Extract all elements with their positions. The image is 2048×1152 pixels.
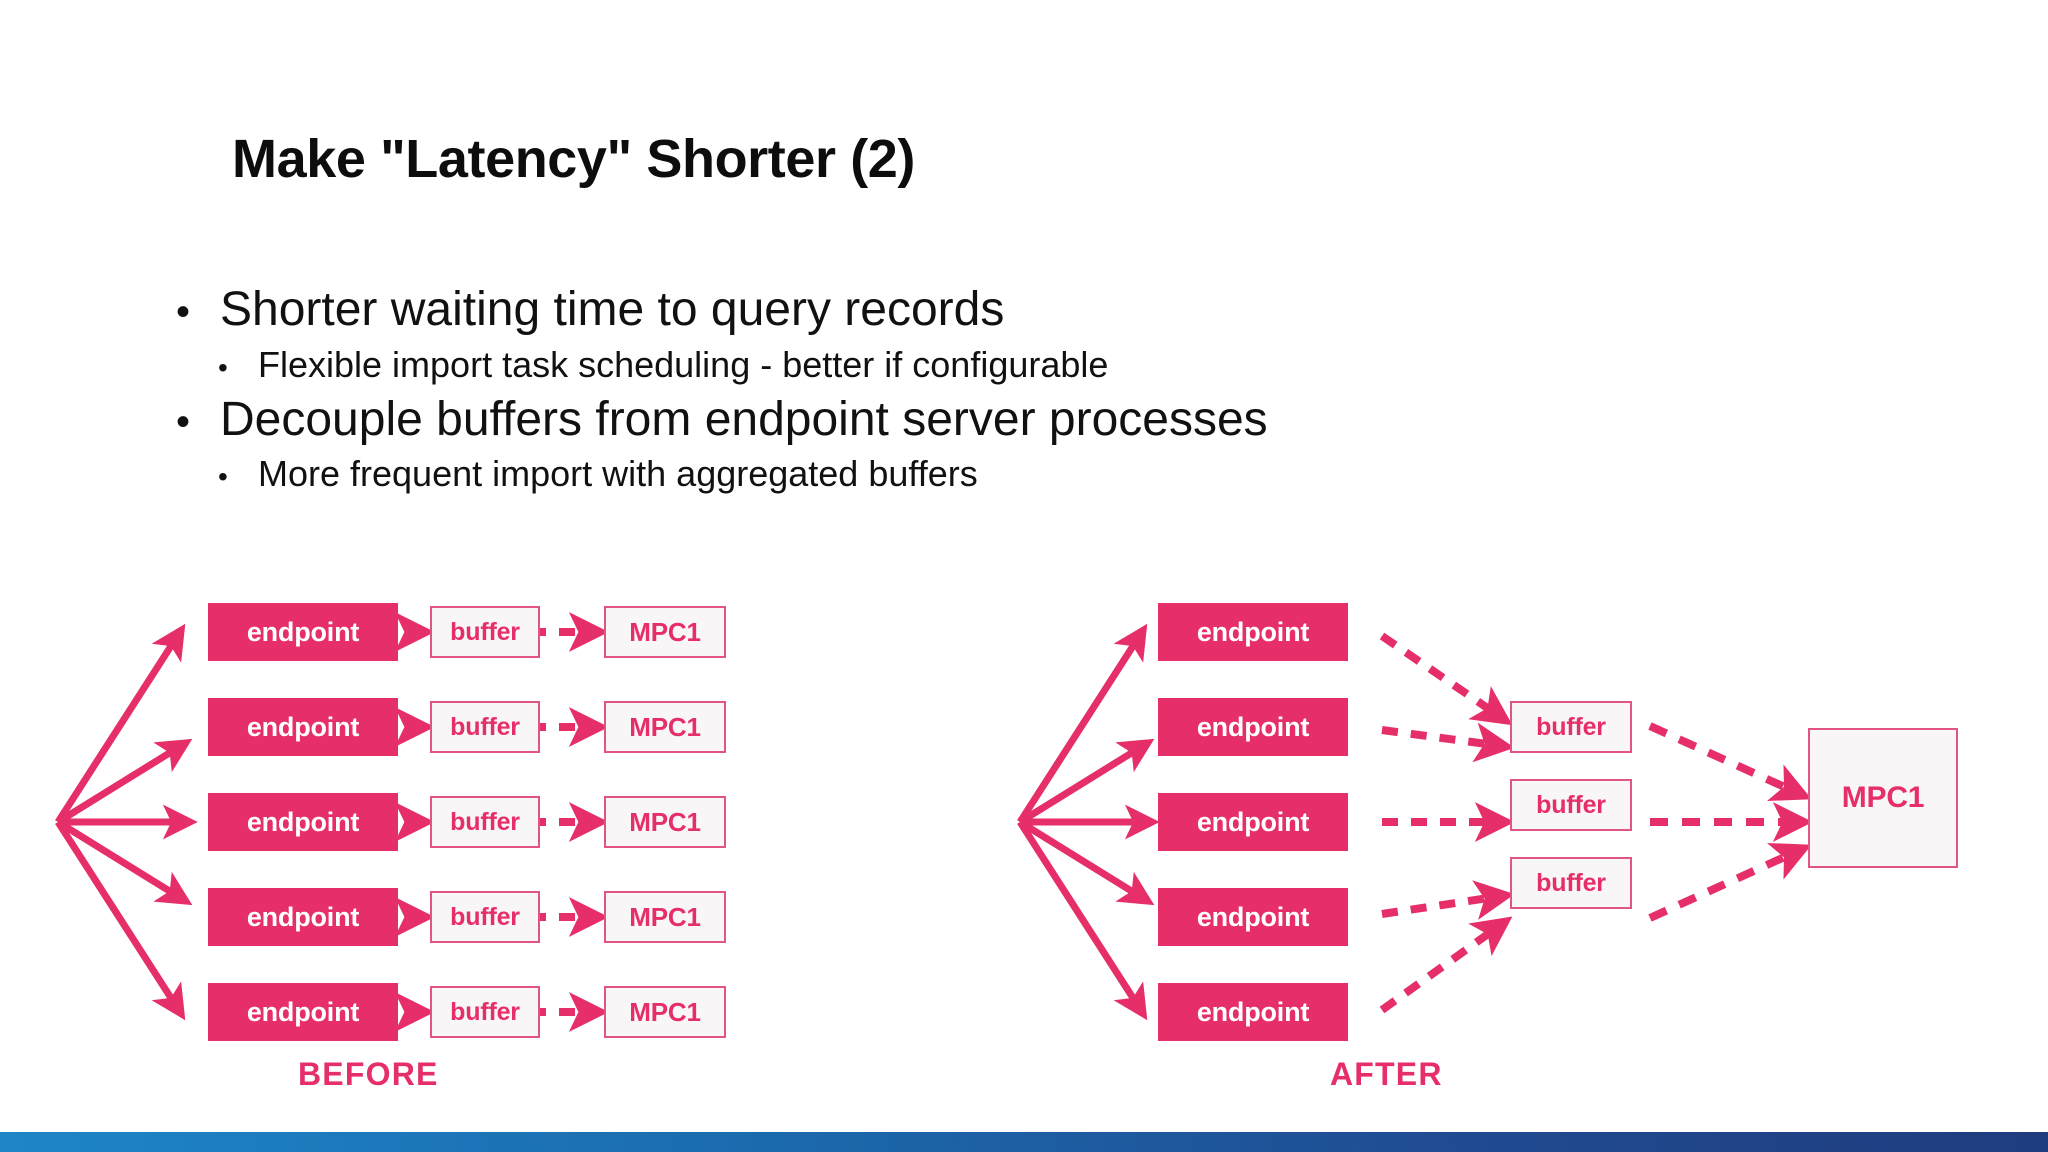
bullet-text: Decouple buffers from endpoint server pr… bbox=[220, 392, 1268, 446]
node-mpc1: MPC1 bbox=[604, 986, 726, 1038]
bullet-item-1: • Shorter waiting time to query records bbox=[176, 282, 1876, 339]
node-buffer: buffer bbox=[1510, 779, 1632, 831]
bullet-list: • Shorter waiting time to query records … bbox=[176, 282, 1876, 502]
node-endpoint: endpoint bbox=[1158, 603, 1348, 661]
bullet-marker-icon: • bbox=[176, 399, 191, 444]
node-endpoint: endpoint bbox=[208, 603, 398, 661]
node-mpc1: MPC1 bbox=[1808, 728, 1958, 868]
node-endpoint: endpoint bbox=[1158, 983, 1348, 1041]
node-endpoint: endpoint bbox=[208, 983, 398, 1041]
before-panel: endpoint endpoint endpoint endpoint endp… bbox=[40, 598, 990, 1098]
bottom-accent-bar bbox=[0, 1132, 2048, 1152]
node-endpoint: endpoint bbox=[208, 888, 398, 946]
node-mpc1: MPC1 bbox=[604, 796, 726, 848]
architecture-diagram: endpoint endpoint endpoint endpoint endp… bbox=[0, 598, 2048, 1098]
buffer-to-mpc-arrow-group bbox=[1648, 722, 1813, 922]
node-buffer: buffer bbox=[430, 986, 540, 1038]
node-endpoint: endpoint bbox=[1158, 698, 1348, 756]
after-connectors bbox=[1017, 623, 1813, 1021]
node-buffer: buffer bbox=[1510, 857, 1632, 909]
bullet-text: Flexible import task scheduling - better… bbox=[258, 343, 1109, 385]
node-buffer: buffer bbox=[430, 796, 540, 848]
node-mpc1: MPC1 bbox=[604, 891, 726, 943]
node-endpoint: endpoint bbox=[208, 698, 398, 756]
bullet-item-3: • Decouple buffers from endpoint server … bbox=[176, 392, 1876, 449]
node-endpoint: endpoint bbox=[1158, 793, 1348, 851]
node-endpoint: endpoint bbox=[1158, 888, 1348, 946]
page-title: Make "Latency" Shorter (2) bbox=[232, 129, 916, 189]
bullet-marker-icon: • bbox=[218, 461, 228, 493]
bullet-item-2: • Flexible import task scheduling - bett… bbox=[218, 343, 1876, 386]
node-buffer: buffer bbox=[1510, 701, 1632, 753]
node-endpoint: endpoint bbox=[208, 793, 398, 851]
after-panel: endpoint endpoint endpoint endpoint endp… bbox=[1010, 598, 2040, 1098]
node-buffer: buffer bbox=[430, 891, 540, 943]
fanout-arrow-group bbox=[1017, 623, 1160, 1021]
node-mpc1: MPC1 bbox=[604, 701, 726, 753]
bullet-item-4: • More frequent import with aggregated b… bbox=[218, 452, 1876, 495]
bullet-text: More frequent import with aggregated buf… bbox=[258, 453, 978, 495]
node-buffer: buffer bbox=[430, 606, 540, 658]
node-buffer: buffer bbox=[430, 701, 540, 753]
bullet-marker-icon: • bbox=[218, 351, 228, 383]
endpoint-to-buffer-arrow-group bbox=[1379, 632, 1515, 1014]
fanout-arrow-group bbox=[55, 623, 198, 1021]
bullet-text: Shorter waiting time to query records bbox=[220, 283, 1005, 336]
before-caption: BEFORE bbox=[298, 1056, 439, 1092]
buffer-to-mpc-arrow-group bbox=[530, 612, 609, 1032]
bullet-marker-icon: • bbox=[176, 290, 191, 334]
after-caption: AFTER bbox=[1330, 1056, 1443, 1092]
node-mpc1: MPC1 bbox=[604, 606, 726, 658]
